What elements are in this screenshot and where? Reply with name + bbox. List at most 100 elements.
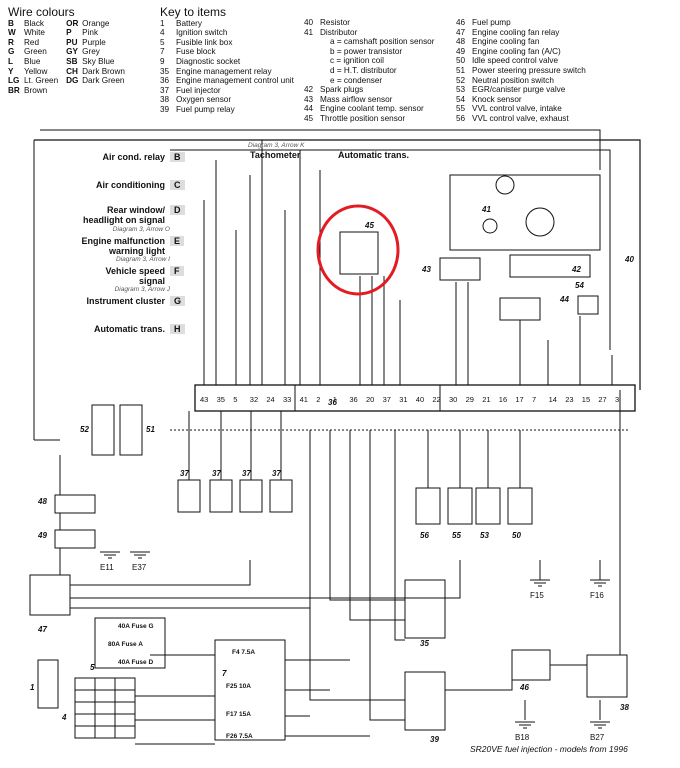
left-arrow-F: F [170, 266, 184, 276]
left-label-B: Air cond. relay [102, 152, 165, 162]
key-item-number: 5 [160, 37, 165, 47]
injector-label: 37 [272, 469, 281, 478]
key-item-number: 41 [304, 27, 314, 37]
wire-left-trunk [33, 140, 60, 441]
key-item-number: 40 [304, 18, 314, 27]
key-item-number: 4 [160, 28, 165, 38]
label-47: 47 [37, 625, 47, 634]
key-item: a = camshaft position sensor [304, 37, 434, 47]
injector-3 [239, 479, 263, 513]
wire-top-br-2 [40, 129, 601, 170]
left-label-ref: Diagram 3, Arrow O [112, 226, 170, 233]
key-item-number: 7 [160, 47, 165, 57]
label-44: 44 [559, 295, 569, 304]
wire-colour-code: W [8, 28, 16, 38]
key-item-text: VVL control valve, exhaust [472, 113, 569, 123]
coolant-sensor-44 [499, 297, 541, 321]
left-arrow-G: G [170, 296, 186, 306]
wire-colour-name: Yellow [24, 66, 48, 76]
label-49: 49 [37, 531, 47, 540]
label-36: 36 [328, 398, 337, 407]
wire-colour-code: DG [66, 76, 79, 86]
key-item-text: e = condenser [330, 75, 383, 85]
ecu-pin-label: 27 [598, 395, 606, 404]
ecu-pin-label: 20 [366, 395, 374, 404]
key-item: 5 Fusible link box [160, 38, 294, 48]
key-item-text: Knock sensor [472, 94, 522, 104]
valve-56 [415, 487, 441, 525]
key-item: 51 Power steering pressure switch [456, 66, 586, 76]
key-item-number: 48 [456, 37, 466, 47]
key-item-text: Engine coolant temp. sensor [320, 104, 424, 114]
label-4: 4 [61, 713, 67, 722]
wire-colour-code: GY [66, 47, 78, 57]
wire-colour-code: Y [8, 66, 14, 76]
injector-label: 37 [242, 469, 251, 478]
key-item: 41 Distributor [304, 28, 434, 38]
ecu-pin-label: 35 [217, 395, 225, 404]
wire-colours-title: Wire colours [8, 5, 75, 19]
injector-2 [209, 479, 233, 513]
wire-colour-code: B [8, 18, 14, 28]
label-54: 54 [575, 281, 584, 290]
wire-colour-name: Red [24, 37, 40, 47]
key-item-number: 54 [456, 94, 466, 104]
key-item-number: 46 [456, 18, 466, 27]
label-35: 35 [420, 639, 429, 648]
fuse-40d: 40A Fuse D [118, 659, 153, 666]
key-item-text: Fusible link box [176, 37, 233, 47]
key-item: 46 Fuel pump [456, 18, 586, 28]
fuse-f25: F25 10A [226, 683, 251, 690]
fan-49 [54, 529, 96, 549]
label-5: 5 [90, 663, 95, 672]
left-arrow-C: C [170, 180, 185, 190]
key-item-number: 42 [304, 85, 314, 95]
relay-35 [404, 579, 446, 639]
fuse-f26: F26 7.5A [226, 733, 253, 740]
tacho-ref: Diagram 3, Arrow K [248, 142, 305, 149]
wire-colour-code: L [8, 56, 14, 66]
diagram-caption: SR20VE fuel injection - models from 1996 [470, 744, 628, 754]
left-label-H: Automatic trans. [93, 324, 165, 334]
key-item-text: Distributor [320, 27, 358, 37]
label-39: 39 [430, 735, 439, 744]
key-item-number: 47 [456, 27, 466, 37]
label-52: 52 [80, 425, 89, 434]
key-item-text: Fuel pump [472, 18, 511, 27]
key-item-number: 51 [456, 65, 466, 75]
key-item-text: Spark plugs [320, 85, 364, 95]
fuel-pump-46 [511, 649, 551, 681]
ecu-pin-label: 30 [449, 395, 457, 404]
label-41: 41 [481, 205, 491, 214]
battery-1 [37, 659, 59, 709]
wire-colour-name: Pink [82, 28, 99, 38]
key-title: Key to items [160, 5, 227, 19]
key-item-text: Fuel injector [176, 85, 221, 95]
valve-label: 56 [420, 531, 429, 540]
key-item-text: Engine management control unit [176, 76, 294, 86]
fan-48 [54, 494, 96, 514]
key-item-text: VVL control valve, intake [472, 104, 562, 114]
injector-4 [269, 479, 293, 513]
spark-plugs-42 [509, 254, 591, 278]
key-item-text: Oxygen sensor [176, 95, 232, 105]
key-item-text: Engine cooling fan (A/C) [472, 46, 561, 56]
oxygen-sensor-38 [586, 654, 628, 698]
label-7: 7 [222, 669, 227, 678]
key-item-text: Power steering pressure switch [472, 65, 586, 75]
